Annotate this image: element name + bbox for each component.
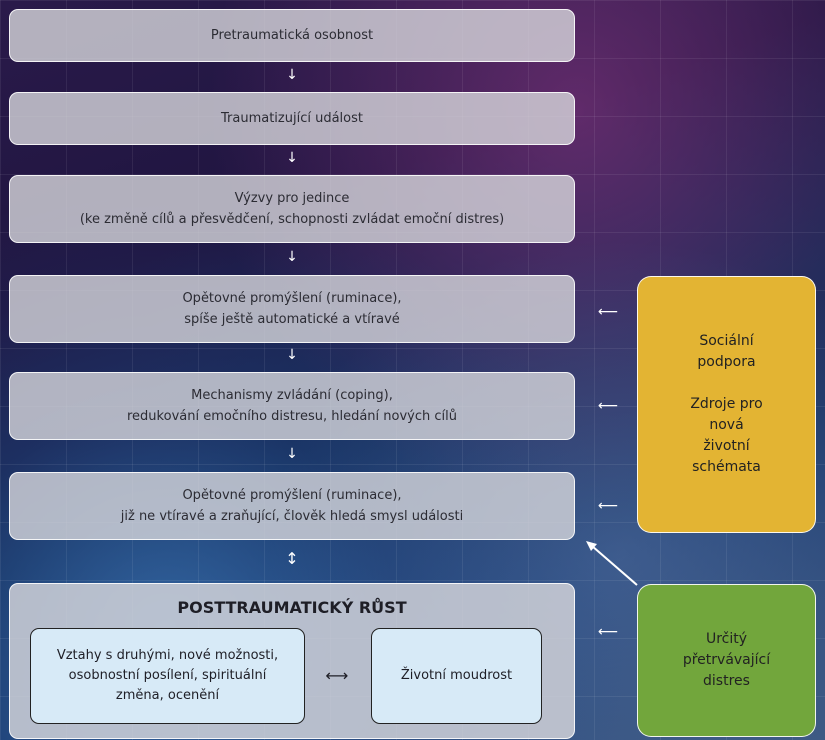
step-coping: Mechanismy zvládání (coping), redukování… bbox=[9, 372, 575, 440]
step-challenges: Výzvy pro jedince (ke změně cílů a přesv… bbox=[9, 175, 575, 243]
step-line: (ke změně cílů a přesvědčení, schopnosti… bbox=[79, 212, 505, 227]
step-line: redukování emočního distresu, hledání no… bbox=[127, 409, 457, 424]
persistent-distress-box: Určitý přetrvávající distres bbox=[637, 584, 816, 737]
relationships-line: změna, ocenění bbox=[115, 688, 220, 703]
arrow-left-icon: ⟵ bbox=[597, 498, 619, 514]
side-line: přetrvávající bbox=[682, 652, 771, 668]
side-line: distres bbox=[703, 673, 750, 689]
side-line: životní bbox=[703, 438, 750, 454]
arrow-left-icon: ⟵ bbox=[597, 398, 619, 414]
arrow-down-icon: ↓ bbox=[286, 67, 298, 83]
relationships-line: Vztahy s druhými, nové možnosti, bbox=[56, 648, 279, 663]
relationships-line: osobnostní posílení, spirituální bbox=[68, 668, 267, 683]
step-label: Pretraumatická osobnost bbox=[210, 28, 374, 43]
side-line: Zdroje pro bbox=[690, 396, 763, 412]
side-line: nová bbox=[709, 417, 744, 433]
step-rumination-automatic: Opětovné promýšlení (ruminace), spíše je… bbox=[9, 275, 575, 343]
step-line: Opětovné promýšlení (ruminace), bbox=[182, 488, 402, 503]
step-line: spíše ještě automatické a vtíravé bbox=[184, 312, 400, 327]
posttraumatic-growth-title: POSTTRAUMATICKÝ RŮST bbox=[177, 598, 407, 617]
arrow-down-icon: ↓ bbox=[286, 446, 298, 462]
relationships-box: Vztahy s druhými, nové možnosti, osobnos… bbox=[30, 628, 305, 724]
arrow-down-icon: ↓ bbox=[286, 150, 298, 166]
wisdom-label: Životní moudrost bbox=[400, 668, 513, 683]
side-line: schémata bbox=[692, 459, 761, 475]
arrow-down-icon: ↓ bbox=[286, 249, 298, 265]
wisdom-box: Životní moudrost bbox=[371, 628, 542, 724]
side-line: Sociální bbox=[699, 333, 754, 349]
step-line: již ne vtíravé a zraňující, člověk hledá… bbox=[120, 509, 464, 524]
arrow-left-right-icon: ⟷ bbox=[325, 666, 349, 685]
side-line: Určitý bbox=[705, 631, 748, 647]
arrow-left-icon: ⟵ bbox=[597, 624, 619, 640]
arrow-up-down-icon: ↕ bbox=[285, 549, 299, 568]
arrow-down-icon: ↓ bbox=[286, 347, 298, 363]
step-line: Výzvy pro jedince bbox=[234, 191, 350, 206]
step-rumination-meaning: Opětovné promýšlení (ruminace), již ne v… bbox=[9, 472, 575, 540]
step-traumatic-event: Traumatizující událost bbox=[9, 92, 575, 145]
step-line: Mechanismy zvládání (coping), bbox=[191, 388, 393, 403]
side-line: podpora bbox=[697, 354, 756, 370]
step-label: Traumatizující událost bbox=[221, 111, 363, 126]
arrow-left-icon: ⟵ bbox=[597, 304, 619, 320]
social-support-box: Sociální podpora Zdroje pro nová životní… bbox=[637, 276, 816, 533]
posttraumatic-growth-box: POSTTRAUMATICKÝ RŮST Vztahy s druhými, n… bbox=[9, 583, 575, 739]
step-line: Opětovné promýšlení (ruminace), bbox=[182, 291, 402, 306]
step-pretraumatic-personality: Pretraumatická osobnost bbox=[9, 9, 575, 62]
